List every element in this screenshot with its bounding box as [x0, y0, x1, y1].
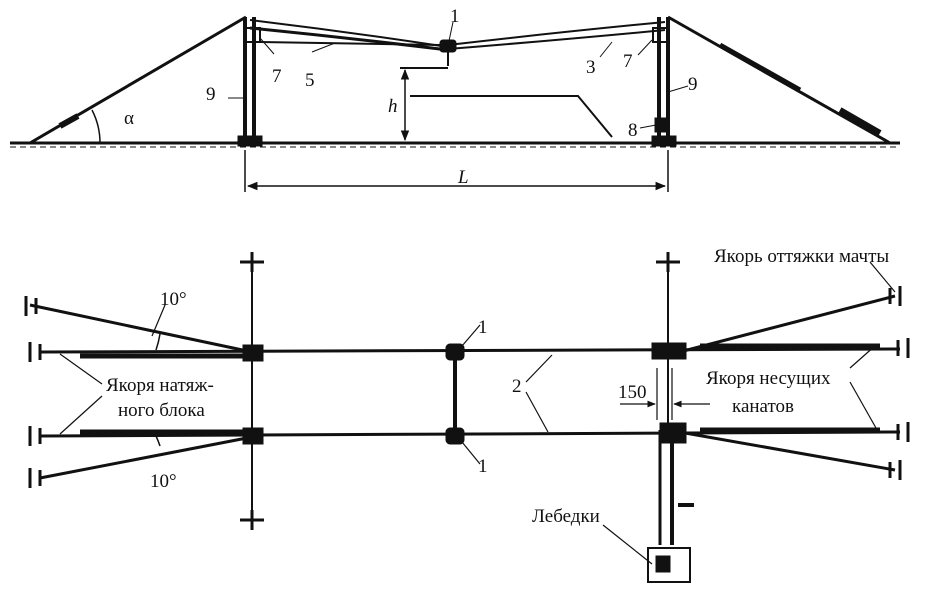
- label-carrying-anchor-1: Якоря несущих: [706, 368, 831, 389]
- plan-guy-ropes: [29, 294, 896, 480]
- anchor-right-rope-top: [896, 338, 910, 358]
- plan-view: [24, 252, 910, 583]
- anchor-left-guy-top: [24, 296, 38, 316]
- dimension-150: [620, 368, 710, 420]
- label-mast-guy-anchor: Якорь оттяжки мачты: [714, 246, 889, 267]
- label-carriage-1: 1: [450, 6, 460, 27]
- load-outline: [400, 67, 613, 138]
- label-span-L: L: [457, 167, 469, 188]
- anchor-top-right-mast: [656, 252, 680, 272]
- anchor-right-rope-bottom: [896, 422, 910, 442]
- anchor-top-left-mast: [240, 252, 264, 272]
- label-carriage-1-bottom: 1: [478, 456, 488, 477]
- label-block-7-left: 7: [272, 66, 282, 87]
- label-mast-9-left: 9: [206, 84, 216, 105]
- angle-arc-top: [155, 333, 161, 351]
- carrying-ropes: [249, 19, 666, 52]
- label-rope-3: 3: [586, 57, 596, 78]
- plan-leader-lines: [59, 261, 896, 565]
- label-dimension-150: 150: [618, 382, 647, 403]
- anchor-right-guy-top: [888, 286, 902, 306]
- anchor-right-guy-bottom: [888, 460, 902, 480]
- label-angle-10-top: 10°: [160, 289, 187, 310]
- label-height-h: h: [388, 96, 398, 117]
- label-block-7-right: 7: [623, 51, 633, 72]
- label-winches: Лебедки: [532, 506, 600, 527]
- leader-lines: [228, 21, 689, 129]
- left-mast: [237, 17, 263, 147]
- right-mast: [651, 17, 677, 147]
- elevation-labels: 1 3 5 7 7 8 9 9 h L α: [124, 6, 698, 188]
- label-angle-alpha: α: [124, 108, 134, 129]
- anchor-left-rope-bottom: [28, 426, 42, 446]
- plan-mast-blocks: [242, 342, 687, 445]
- label-carriage-1-top: 1: [478, 317, 488, 338]
- winch-unit: [647, 503, 694, 583]
- label-angle-10-bottom: 10°: [150, 471, 177, 492]
- label-tension-anchor-1: Якоря натяж-: [106, 375, 214, 396]
- angle-alpha-arc: [91, 109, 101, 144]
- carriage-1: [439, 39, 457, 66]
- plan-mast-crossbars: [251, 262, 674, 545]
- span-dimension: [244, 150, 669, 192]
- label-rope-5: 5: [305, 70, 315, 91]
- plan-anchors: [24, 252, 910, 530]
- plan-carrying-ropes: [39, 343, 901, 438]
- guy-ropes: [29, 15, 891, 145]
- label-item-8: 8: [628, 120, 638, 141]
- label-carrying-anchor-2: канатов: [732, 396, 794, 417]
- plan-carriage-link: [445, 343, 465, 445]
- ground-line: [10, 141, 900, 148]
- plan-labels: 1 1 2 10° 10° 150 Якорь оттяжки мачты Як…: [106, 246, 889, 527]
- anchor-left-rope-top: [28, 342, 42, 362]
- anchor-left-guy-bottom: [28, 468, 42, 488]
- label-tension-anchor-2: ного блока: [118, 400, 205, 421]
- angle-arc-bottom: [155, 435, 161, 447]
- label-mast-9-right: 9: [688, 74, 698, 95]
- label-rope-2: 2: [512, 376, 522, 397]
- anchor-bottom-left-mast: [240, 510, 264, 530]
- elevation-view: [10, 15, 900, 192]
